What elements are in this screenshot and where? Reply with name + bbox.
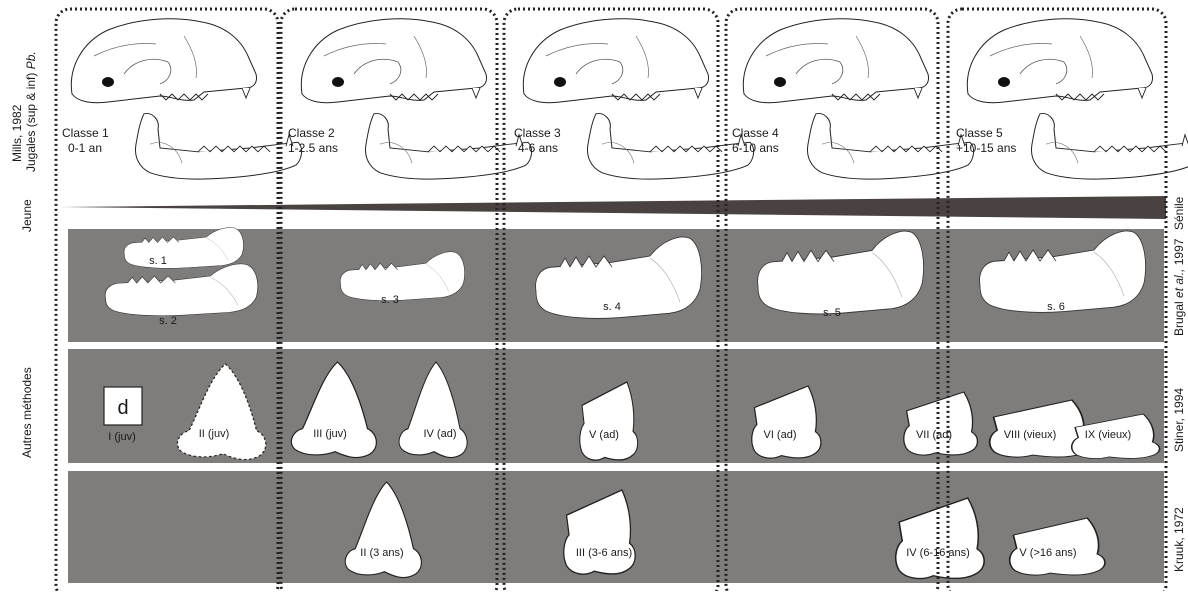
kruuk-stage-label: III (3-6 ans) [576, 547, 632, 559]
brugal-stage-label: s. 6 [1047, 301, 1065, 313]
brugal-stage-label: s. 1 [149, 255, 167, 267]
stiner-stage-label: III (juv) [313, 428, 347, 440]
skull-drawing [743, 19, 928, 103]
skull-drawing [523, 19, 708, 103]
brugal-stage-label: s. 5 [823, 307, 841, 319]
skull-drawing [967, 19, 1152, 103]
skull-drawing [71, 19, 256, 103]
brugal-stage-label: s. 4 [603, 301, 621, 313]
mandible-drawing [588, 114, 754, 180]
skull-drawing [301, 19, 486, 103]
source-label: Mills, 1982 [10, 105, 24, 162]
young-label: Jeune [20, 199, 34, 232]
stiner-stage-label: IV (ad) [423, 428, 456, 440]
stiner-stage-label: V (ad) [589, 429, 619, 441]
stiner-stage-label: II (juv) [199, 428, 230, 440]
subject-label: Jugales (sup & inf) Pb. [24, 51, 38, 172]
stiner-stage-label: I (juv) [108, 431, 136, 443]
age-gradient-wedge [60, 196, 1166, 219]
kruuk-stage-label: II (3 ans) [360, 547, 403, 559]
senile-label: Sénile [1172, 197, 1186, 230]
other-methods-label: Autres méthodes [20, 367, 34, 458]
brugal-stage-label: s. 2 [159, 315, 177, 327]
stiner-label: Stiner, 1994 [1172, 388, 1186, 452]
mandible-drawing [366, 114, 532, 180]
brugal-label: Brugal et al., 1997 [1172, 239, 1186, 336]
stiner-stage-label: VI (ad) [763, 429, 796, 441]
dentition-box-label: d [117, 397, 128, 419]
stiner-stage-label: VIII (vieux) [1004, 429, 1057, 441]
brugal-stage-label: s. 3 [381, 294, 399, 306]
mills-class-5: Classe 5+10-15 ans [956, 126, 1016, 156]
kruuk-label: Kruuk, 1972 [1172, 507, 1186, 572]
kruuk-stage-label: V (>16 ans) [1019, 547, 1076, 559]
stiner-stage-label: IX (vieux) [1085, 429, 1131, 441]
